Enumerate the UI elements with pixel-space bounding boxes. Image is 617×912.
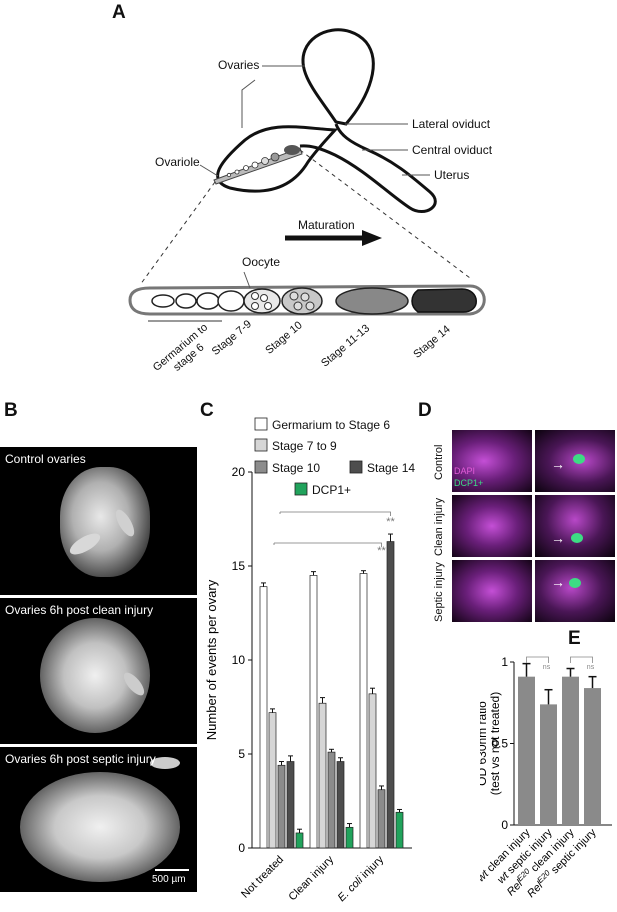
legend-swatch	[254, 438, 268, 452]
ns-bracket	[526, 656, 549, 663]
fluor-septic-dapi	[452, 560, 532, 622]
x-tick-label: Clean injury	[287, 853, 337, 903]
arrow-icon: →	[551, 456, 565, 472]
label-uterus: Uterus	[434, 168, 470, 182]
y-tick-label: 5	[238, 747, 245, 761]
micrograph-label-septic: Ovaries 6h post septic injury	[5, 752, 156, 766]
ovariole-small	[213, 145, 303, 185]
y-tick-label: 1	[501, 655, 508, 669]
y-tick-label: 0	[238, 841, 245, 855]
label-central-oviduct: Central oviduct	[412, 143, 493, 157]
bar-chart-od: 0 0.5 1 OD 630nm ratio(test vs not treated)…	[480, 655, 612, 900]
bar	[318, 702, 327, 849]
panel-a-letter: A	[112, 2, 126, 23]
reproductive-tract-diagram	[128, 28, 486, 322]
channel-label-dapi: DAPI	[454, 466, 476, 476]
significance-mark: **	[377, 545, 386, 557]
bar	[259, 586, 268, 849]
y-axis-label-2: (test vs not treated)	[488, 692, 502, 795]
x-tick-label: Not treated	[239, 854, 286, 901]
fluor-control-dapi	[452, 430, 532, 492]
micrograph-label-control: Control ovaries	[5, 452, 86, 466]
y-axis-label: OD 630nm ratio	[480, 701, 489, 786]
legend-label: Germarium to Stage 6	[272, 418, 390, 432]
panel-b-letter: B	[4, 400, 18, 421]
scale-bar	[155, 869, 189, 871]
row-label-septic: Septic injury	[433, 562, 445, 622]
fluor-clean-merge: →	[535, 495, 615, 557]
legend-swatch	[349, 460, 363, 474]
micrograph-septic-injury: Ovaries 6h post septic injury 500 µm	[0, 747, 197, 892]
ovary-upper	[301, 28, 375, 126]
fluor-clean-dapi	[452, 495, 532, 557]
bar	[584, 688, 601, 825]
bar	[359, 573, 368, 849]
y-tick-label: 0	[501, 818, 508, 832]
y-tick-label: 20	[232, 465, 246, 479]
bar	[377, 789, 386, 849]
bar	[277, 764, 286, 849]
micrograph-clean-injury: Ovaries 6h post clean injury	[0, 598, 197, 744]
y-axis-label: Number of events per ovary	[204, 579, 219, 740]
ns-label: ns	[543, 664, 551, 671]
legend-label: Stage 14	[367, 461, 415, 475]
bar	[540, 704, 557, 825]
y-tick-label: 10	[232, 653, 246, 667]
legend-label: DCP1+	[312, 483, 351, 497]
x-tick-label: E. coli injury	[336, 853, 387, 904]
bar	[268, 712, 277, 849]
ns-label: ns	[587, 664, 595, 671]
arrow-icon: →	[551, 530, 565, 546]
fluor-control-merge: →	[535, 430, 615, 492]
row-label-control: Control	[433, 444, 445, 480]
legend-swatch	[294, 482, 308, 496]
legend-label: Stage 10	[272, 461, 320, 475]
bar	[336, 761, 345, 849]
bar	[327, 751, 336, 849]
panel-c-letter: C	[200, 400, 214, 421]
y-tick-label: 0.5	[491, 737, 508, 751]
ovariole-enlarged	[128, 284, 486, 316]
label-maturation: Maturation	[298, 218, 355, 232]
label-lateral-oviduct: Lateral oviduct	[412, 117, 491, 131]
channel-label-dcp1: DCP1+	[454, 478, 484, 488]
fluor-septic-merge: →	[535, 560, 615, 622]
legend-label: Stage 7 to 9	[272, 439, 337, 453]
bar	[309, 575, 318, 849]
bar	[386, 541, 395, 849]
bar	[286, 761, 295, 849]
fluorescence-grid: → → → DAPI DCP1+	[452, 430, 615, 622]
label-ovaries: Ovaries	[218, 58, 260, 72]
oviduct	[299, 123, 437, 214]
ovary-lower	[216, 125, 339, 193]
panel-e-letter: E	[568, 628, 581, 649]
arrow-icon: →	[551, 574, 565, 590]
bar	[518, 676, 535, 825]
bar-chart-events: Germarium to Stage 6 Stage 7 to 9 Stage 10…	[204, 417, 415, 904]
scale-bar-label: 500 µm	[152, 874, 186, 885]
bar	[395, 811, 404, 849]
panel-d-letter: D	[418, 400, 432, 421]
significance-mark: **	[386, 516, 395, 528]
bar	[295, 832, 304, 849]
micrograph-label-clean: Ovaries 6h post clean injury	[5, 603, 154, 617]
label-ovariole: Ovariole	[155, 155, 200, 169]
bar	[562, 676, 579, 825]
significance-bracket	[273, 542, 382, 547]
micrograph-control: Control ovaries	[0, 447, 197, 595]
bar	[368, 693, 377, 849]
label-oocyte: Oocyte	[242, 255, 281, 269]
bar	[345, 826, 354, 849]
row-label-clean: Clean injury	[433, 497, 445, 557]
legend-swatch	[254, 417, 268, 431]
ns-bracket	[570, 656, 593, 663]
legend-swatch	[254, 460, 268, 474]
y-tick-label: 15	[232, 559, 246, 573]
significance-bracket	[279, 511, 391, 516]
